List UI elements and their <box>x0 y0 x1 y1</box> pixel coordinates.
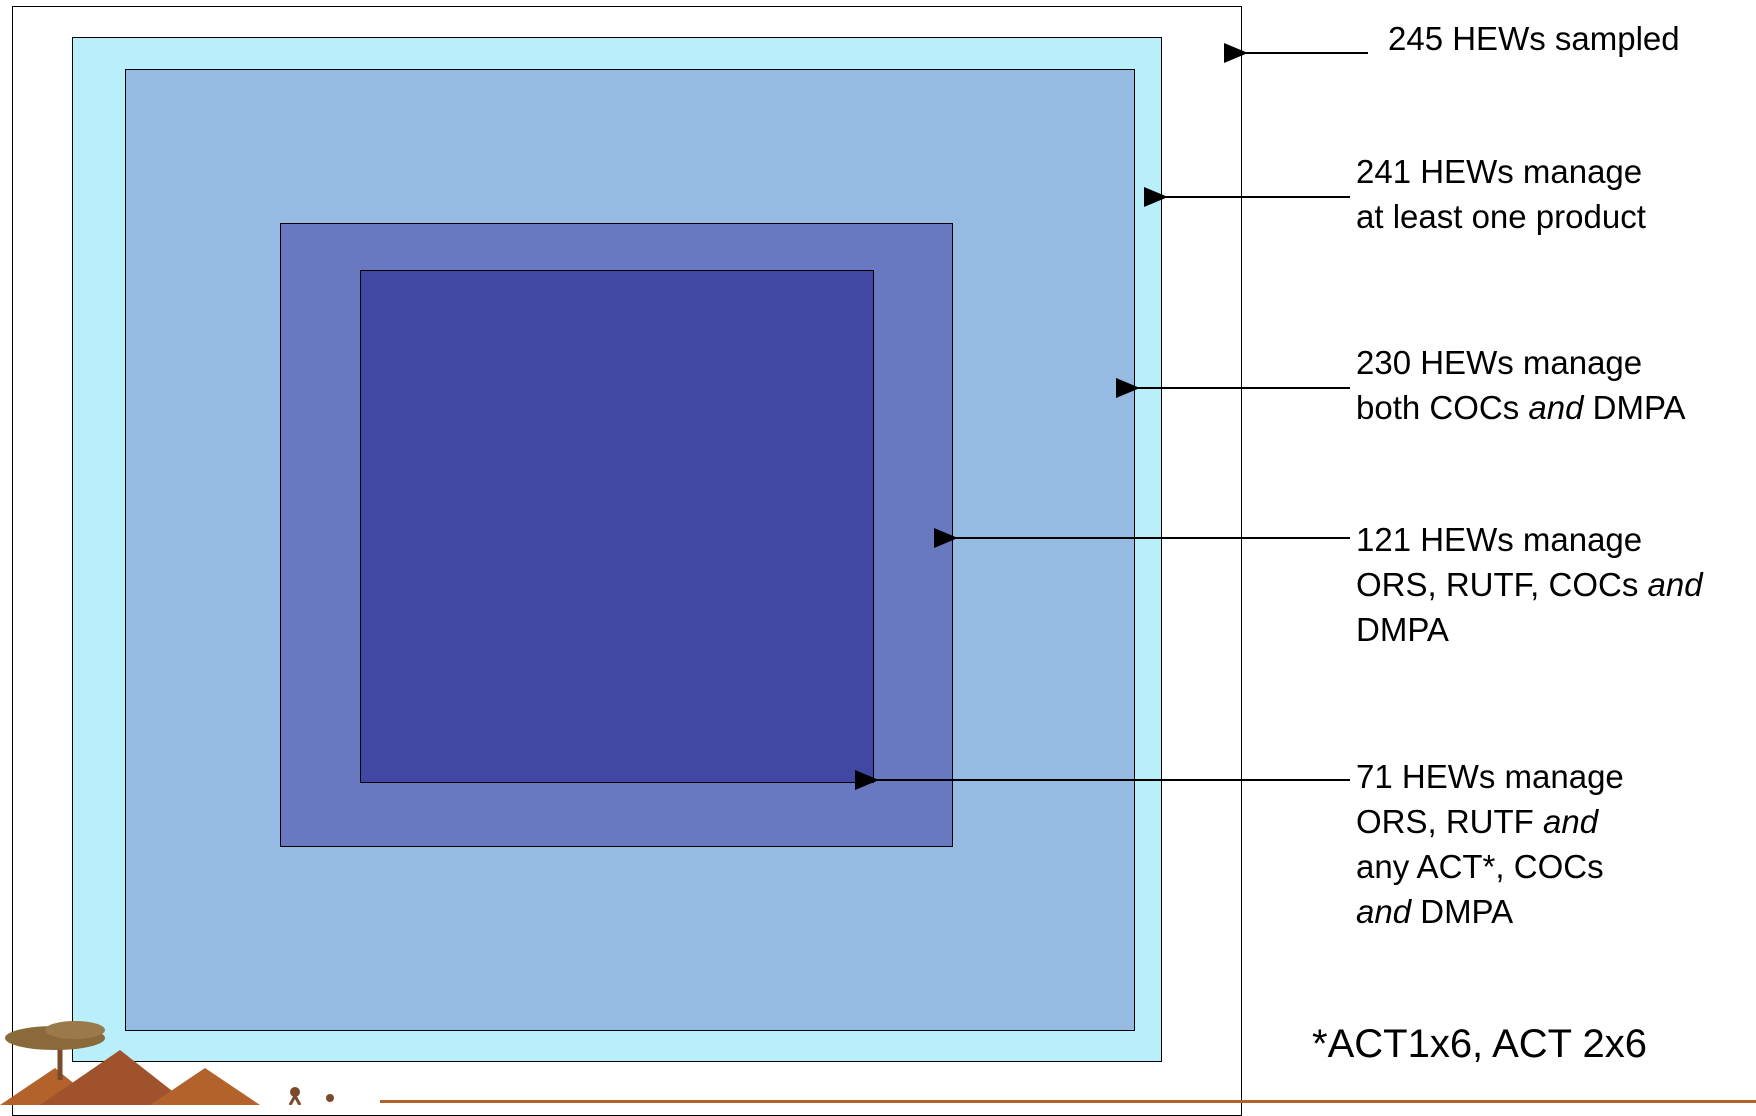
label-line: DMPA <box>1356 607 1703 652</box>
footnote-act: *ACT1x6, ACT 2x6 <box>1312 1018 1647 1070</box>
label-line: ORS, RUTF, COCs and <box>1356 562 1703 607</box>
label-line: 71 HEWs manage <box>1356 754 1624 799</box>
label-line: 230 HEWs manage <box>1356 340 1686 385</box>
label-line: 241 HEWs manage <box>1356 149 1646 194</box>
label-line: 245 HEWs sampled <box>1388 16 1680 61</box>
label-line: ORS, RUTF and <box>1356 799 1624 844</box>
label-line: at least one product <box>1356 194 1646 239</box>
acacia-tree-hills-logo-icon <box>0 1010 390 1105</box>
footer-rule <box>380 1100 1756 1103</box>
label-line: and DMPA <box>1356 889 1624 934</box>
label-line: any ACT*, COCs <box>1356 844 1624 889</box>
label-line: 121 HEWs manage <box>1356 517 1703 562</box>
label-245-sampled: 245 HEWs sampled <box>1388 16 1680 61</box>
label-line: both COCs and DMPA <box>1356 385 1686 430</box>
